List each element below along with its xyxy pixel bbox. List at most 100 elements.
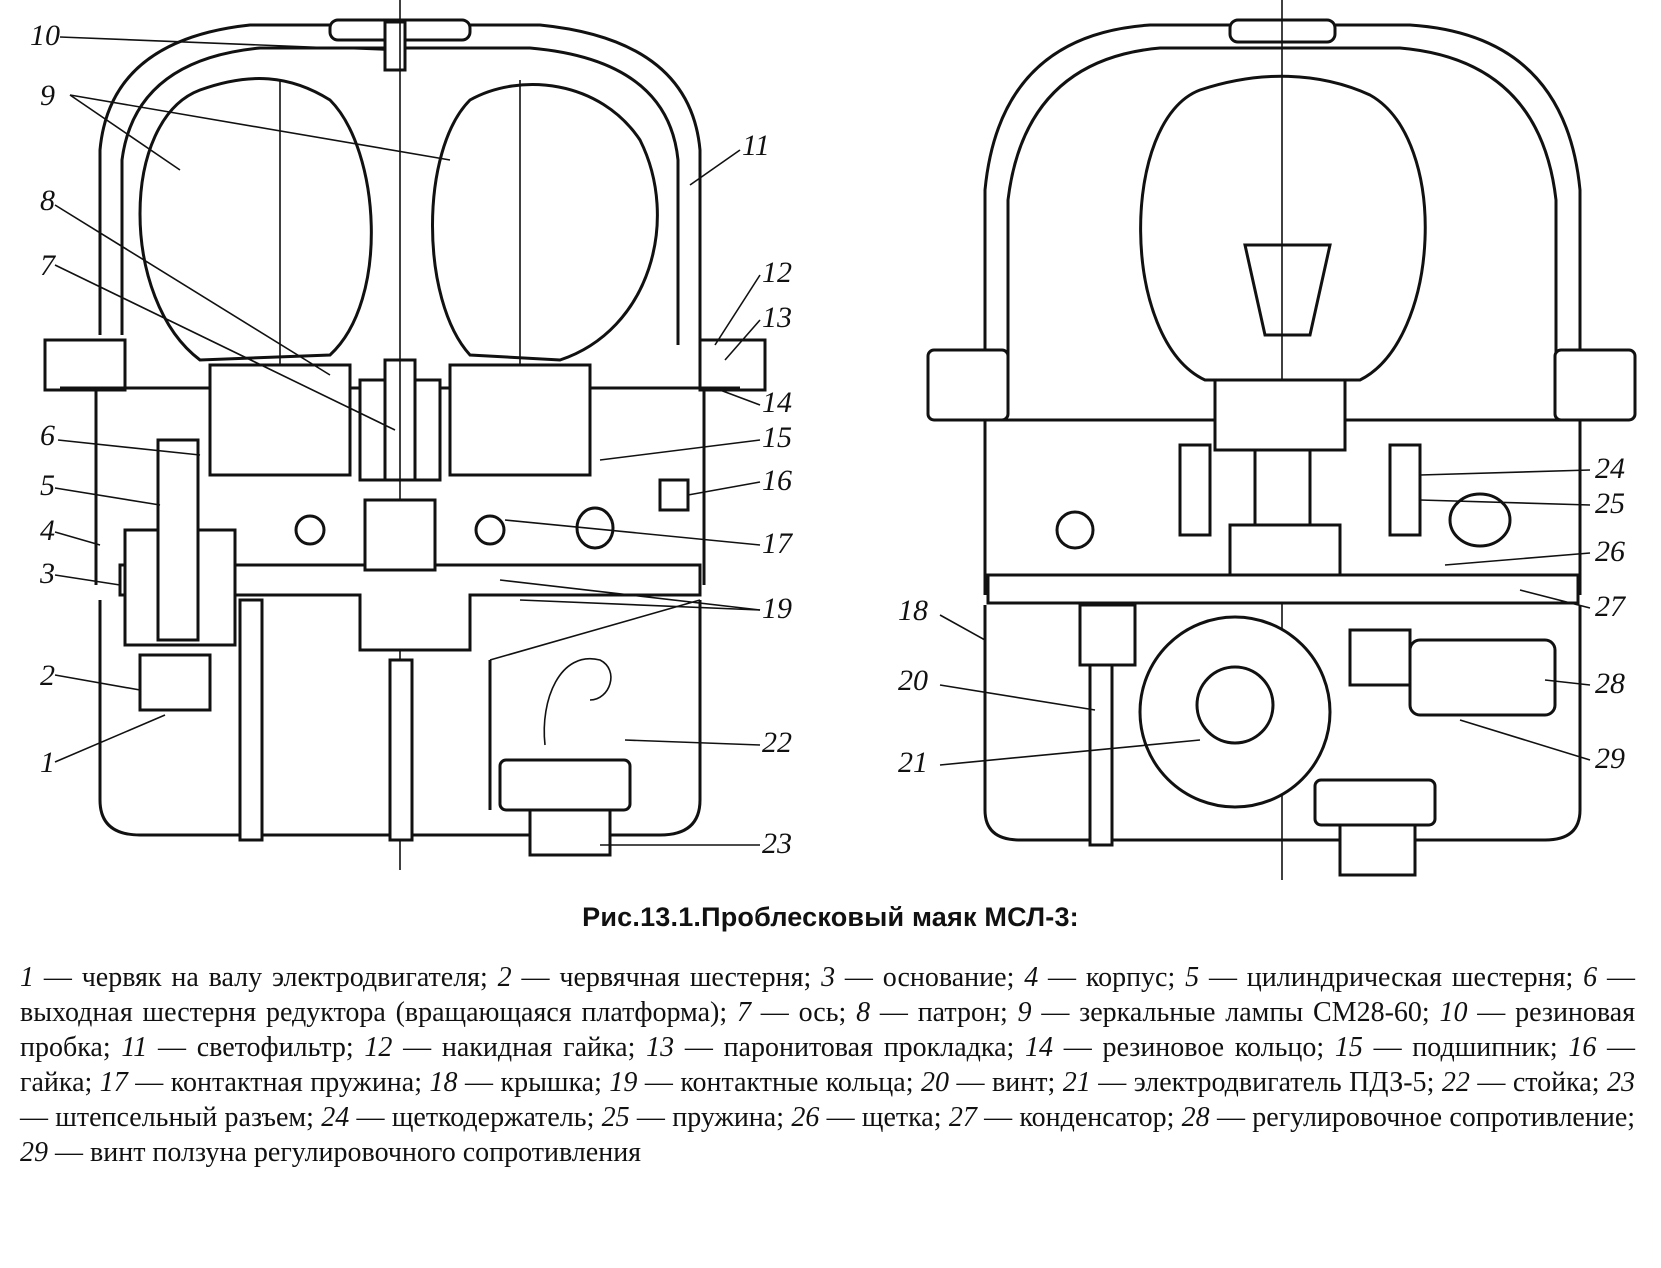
legend-item-number: 26 bbox=[791, 1102, 820, 1133]
figure: 10 9 8 7 6 5 4 3 2 1 11 12 13 14 15 16 1… bbox=[30, 0, 1637, 880]
legend-item: 19 — контактные кольца; bbox=[609, 1067, 921, 1098]
label-8: 8 bbox=[40, 184, 55, 217]
legend-item: 2 — червячная шестерня; bbox=[497, 962, 822, 993]
legend-item-text: резиновое кольцо bbox=[1102, 1032, 1317, 1063]
figure-legend: 1 — червяк на валу электродвигателя; 2 —… bbox=[20, 960, 1635, 1170]
legend-item-text: крышка bbox=[500, 1067, 595, 1098]
legend-item: 1 — червяк на валу электродвигателя; bbox=[20, 962, 498, 993]
legend-item-text: пружина bbox=[672, 1102, 777, 1133]
legend-item: 18 — крышка; bbox=[429, 1067, 610, 1098]
legend-item-text: стойка bbox=[1512, 1067, 1592, 1098]
legend-item-number: 23 bbox=[1607, 1067, 1636, 1098]
label-13: 13 bbox=[762, 301, 792, 334]
legend-item-text: выходная шестерня редуктора (вращающаяся… bbox=[20, 997, 720, 1028]
label-27: 27 bbox=[1595, 590, 1627, 623]
legend-item-number: 7 bbox=[736, 997, 751, 1028]
legend-item-text: патрон bbox=[917, 997, 1000, 1028]
legend-item-text: винт ползуна регулировочного сопротивлен… bbox=[90, 1137, 642, 1168]
legend-item-number: 27 bbox=[948, 1102, 977, 1133]
legend-item-text: червячная шестерня bbox=[559, 962, 804, 993]
legend-item-number: 18 bbox=[429, 1067, 458, 1098]
label-1: 1 bbox=[40, 746, 55, 779]
legend-item: 12 — накидная гайка; bbox=[364, 1032, 647, 1063]
legend-item-number: 6 bbox=[1583, 962, 1598, 993]
legend-item: 9 — зеркальные лампы СМ28-60; bbox=[1017, 997, 1440, 1028]
legend-item: 23 — штепсельный разъем; bbox=[20, 1067, 1636, 1133]
label-2: 2 bbox=[40, 659, 55, 692]
legend-item-number: 28 bbox=[1181, 1102, 1210, 1133]
legend-item-number: 17 bbox=[99, 1067, 128, 1098]
legend-item: 22 — стойка; bbox=[1441, 1067, 1608, 1098]
legend-item-number: 10 bbox=[1439, 997, 1468, 1028]
legend-item-text: гайка bbox=[20, 1067, 85, 1098]
legend-item: 16 — гайка; bbox=[20, 1032, 1636, 1098]
legend-item: 13 — паронитовая прокладка; bbox=[646, 1032, 1026, 1063]
legend-item-number: 14 bbox=[1025, 1032, 1054, 1063]
label-24: 24 bbox=[1595, 452, 1625, 485]
legend-item: 24 — щеткодержатель; bbox=[321, 1102, 602, 1133]
label-26: 26 bbox=[1595, 535, 1625, 568]
legend-item: 3 — основание; bbox=[821, 962, 1025, 993]
legend-item-text: светофильтр bbox=[196, 1032, 346, 1063]
label-12: 12 bbox=[762, 256, 792, 289]
legend-item-number: 25 bbox=[601, 1102, 630, 1133]
legend-item-text: щеткодержатель bbox=[391, 1102, 587, 1133]
legend-item-number: 9 bbox=[1017, 997, 1032, 1028]
legend-item-text: винт bbox=[992, 1067, 1048, 1098]
left-view bbox=[43, 0, 767, 870]
legend-item-text: резиновая пробка bbox=[20, 997, 1636, 1063]
legend-item-number: 16 bbox=[1568, 1032, 1597, 1063]
legend-item-text: штепсельный разъем bbox=[55, 1102, 307, 1133]
legend-item-text: основание bbox=[882, 962, 1007, 993]
label-3: 3 bbox=[39, 557, 55, 590]
legend-item: 25 — пружина; bbox=[601, 1102, 792, 1133]
legend-item: 21 — электродвигатель ПДЗ-5; bbox=[1062, 1067, 1442, 1098]
legend-item: 28 — регулировочное сопротивление; bbox=[1181, 1102, 1636, 1133]
label-29: 29 bbox=[1595, 742, 1625, 775]
legend-item: 26 — щетка; bbox=[791, 1102, 949, 1133]
legend-item-number: 5 bbox=[1185, 962, 1200, 993]
legend-item: 10 — резиновая пробка; bbox=[20, 997, 1636, 1063]
legend-item-number: 1 bbox=[20, 962, 34, 993]
label-18: 18 bbox=[898, 594, 928, 627]
label-20: 20 bbox=[898, 664, 928, 697]
legend-item: 8 — патрон; bbox=[856, 997, 1018, 1028]
legend-item-text: цилиндрическая шестерня bbox=[1246, 962, 1566, 993]
label-21: 21 bbox=[898, 746, 928, 779]
legend-item-number: 8 bbox=[856, 997, 871, 1028]
legend-item-number: 20 bbox=[921, 1067, 949, 1098]
legend-item-text: подшипник bbox=[1412, 1032, 1550, 1063]
beacon-cross-section-drawing: 10 9 8 7 6 5 4 3 2 1 11 12 13 14 15 16 1… bbox=[30, 0, 1637, 880]
legend-item-number: 13 bbox=[646, 1032, 675, 1063]
label-14: 14 bbox=[762, 386, 792, 419]
legend-item-number: 22 bbox=[1441, 1067, 1470, 1098]
legend-item-text: контактные кольца bbox=[680, 1067, 906, 1098]
figure-caption: Рис.13.1.Проблесковый маяк МСЛ-3: bbox=[582, 902, 1079, 932]
legend-item-number: 11 bbox=[121, 1032, 148, 1063]
legend-item-text: корпус bbox=[1085, 962, 1168, 993]
legend-item-text: щетка bbox=[861, 1102, 934, 1133]
legend-item: 11 — светофильтр; bbox=[121, 1032, 365, 1063]
legend-item-number: 12 bbox=[364, 1032, 393, 1063]
label-16: 16 bbox=[762, 464, 792, 497]
legend-item-number: 19 bbox=[609, 1067, 638, 1098]
label-6: 6 bbox=[40, 419, 55, 452]
label-15: 15 bbox=[762, 421, 792, 454]
label-4: 4 bbox=[40, 514, 55, 547]
legend-item: 27 — конденсатор; bbox=[948, 1102, 1182, 1133]
right-view bbox=[926, 0, 1637, 880]
label-25: 25 bbox=[1595, 487, 1625, 520]
label-5: 5 bbox=[40, 469, 55, 502]
label-7: 7 bbox=[40, 249, 57, 282]
label-9: 9 bbox=[40, 79, 55, 112]
legend-item-text: электродвигатель ПДЗ-5 bbox=[1133, 1067, 1427, 1098]
label-11: 11 bbox=[742, 129, 770, 162]
legend-item: 4 — корпус; bbox=[1024, 962, 1186, 993]
legend-item-text: ось bbox=[798, 997, 839, 1028]
label-28: 28 bbox=[1595, 667, 1625, 700]
legend-item-text: контактная пружина bbox=[170, 1067, 415, 1098]
label-17: 17 bbox=[762, 527, 794, 560]
legend-item: 17 — контактная пружина; bbox=[99, 1067, 430, 1098]
legend-item-number: 3 bbox=[821, 962, 836, 993]
legend-item-number: 24 bbox=[321, 1102, 350, 1133]
